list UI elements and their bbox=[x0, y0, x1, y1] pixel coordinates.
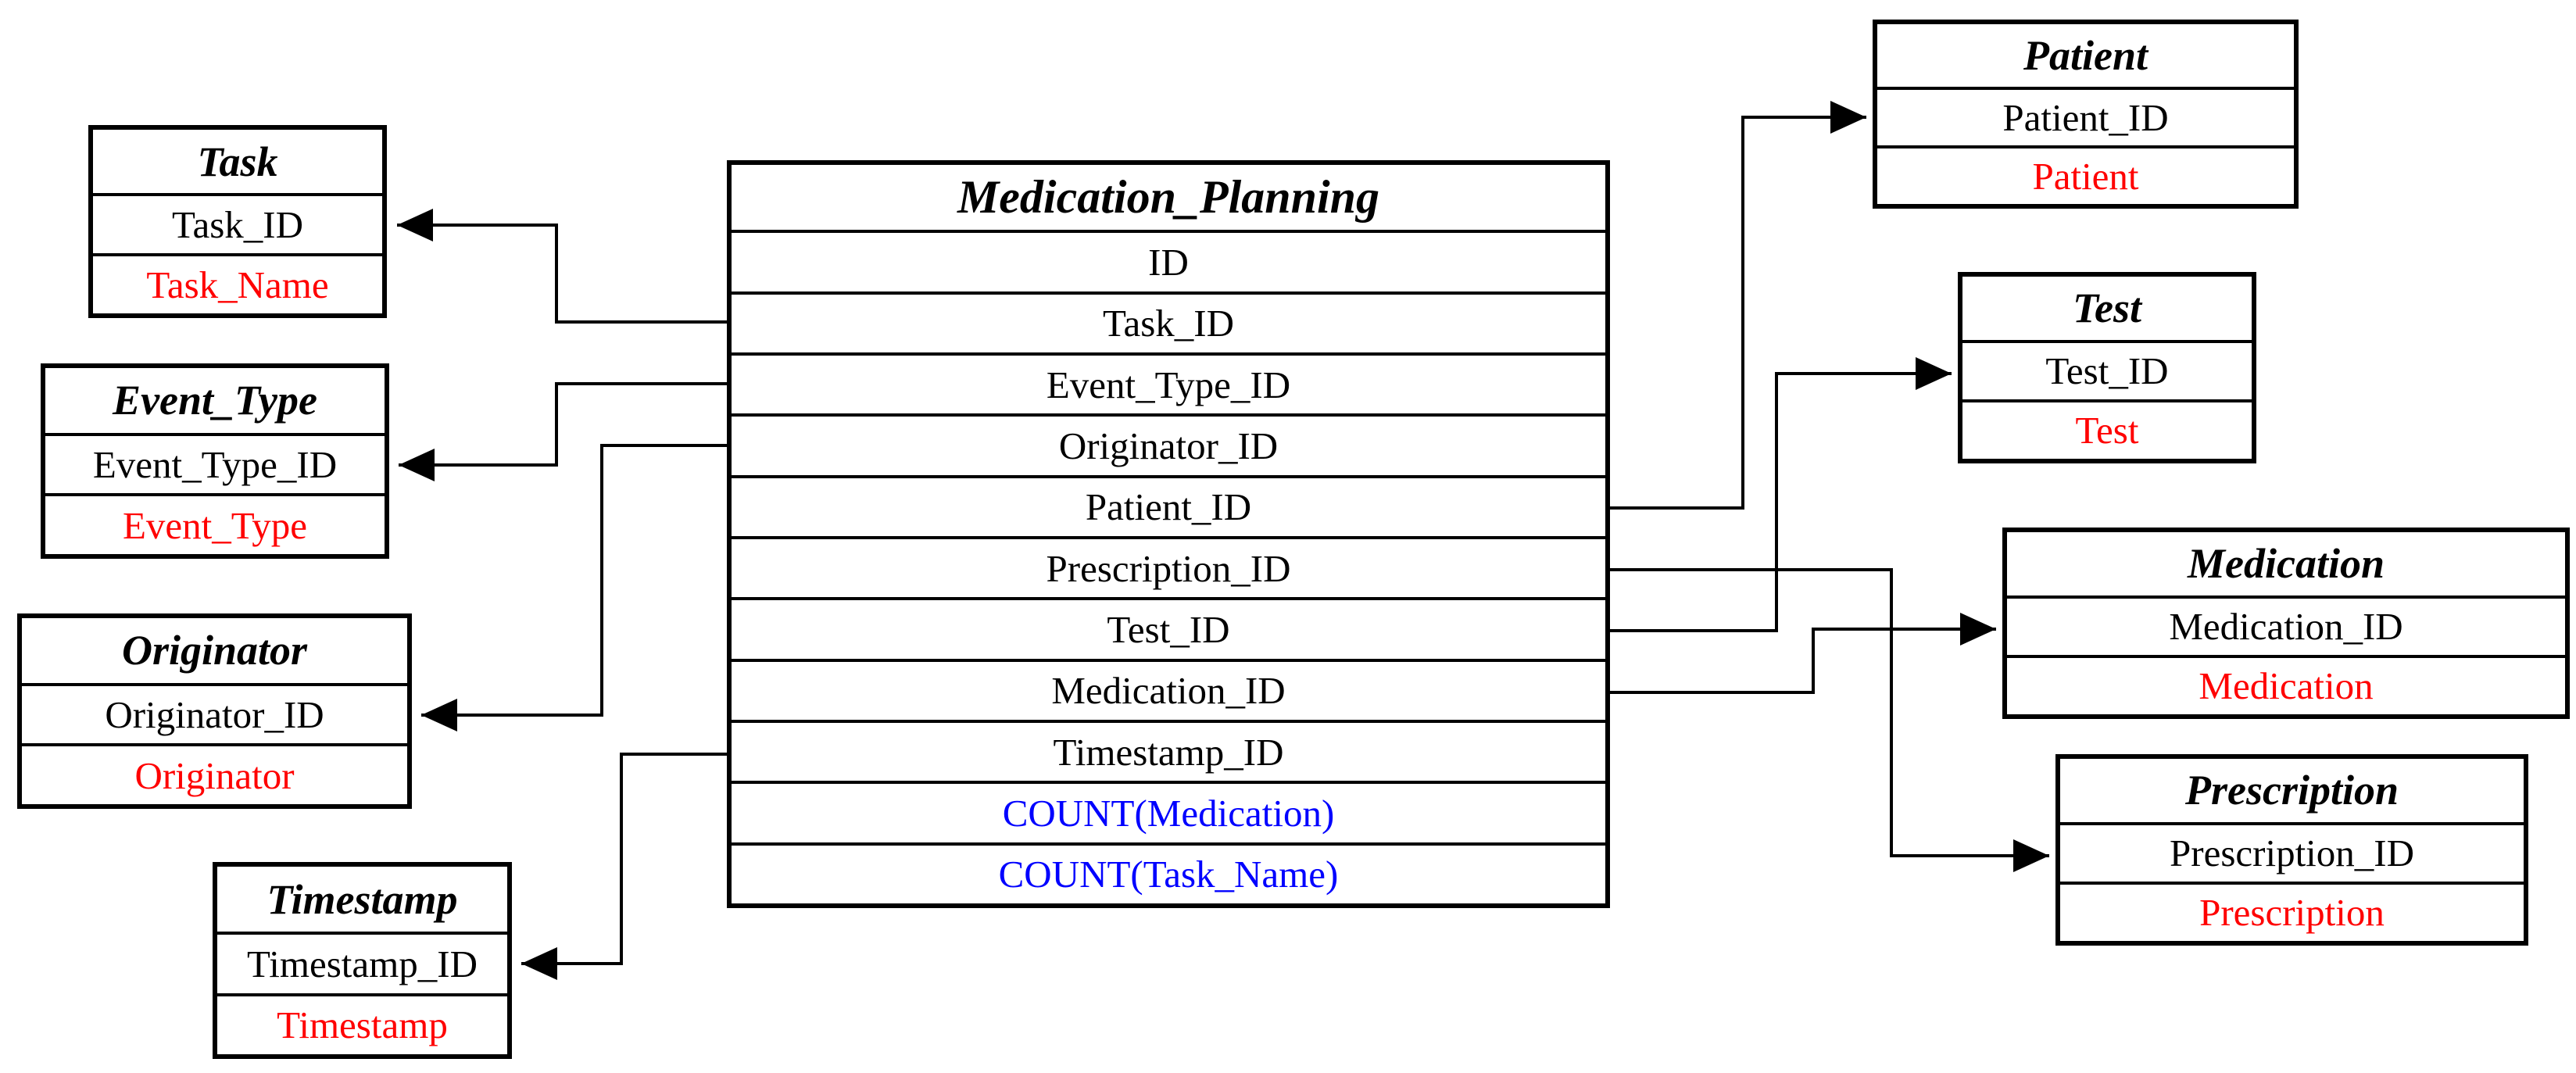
field-medication-attribute: Medication bbox=[2007, 654, 2565, 714]
field-test-attribute: Test bbox=[1962, 399, 2252, 459]
table-medication-planning-header: Medication_Planning bbox=[732, 165, 1605, 234]
table-task: Task Task_ID Task_Name bbox=[88, 125, 387, 318]
connector-fact-medication bbox=[1610, 613, 1996, 694]
connector-fact-task bbox=[397, 209, 727, 324]
table-medication-planning: Medication_Planning ID Task_ID Event_Typ… bbox=[727, 160, 1610, 908]
field-prescription-attribute: Prescription bbox=[2060, 881, 2524, 941]
field-test-key: Test_ID bbox=[2045, 349, 2169, 393]
field-originator-key: Originator_ID bbox=[105, 692, 324, 736]
table-task-header: Task bbox=[93, 130, 382, 197]
field-originator-attribute: Originator bbox=[22, 743, 407, 804]
connector-fact-patient bbox=[1610, 101, 1866, 510]
table-event-type: Event_Type Event_Type_ID Event_Type bbox=[41, 363, 389, 559]
table-patient: Patient Patient_ID Patient bbox=[1873, 20, 2299, 209]
field-medication-id: Medication_ID bbox=[732, 658, 1605, 720]
measure-count-medication: COUNT(Medication) bbox=[732, 781, 1605, 842]
field-originator-id: Originator_ID bbox=[732, 413, 1605, 474]
measure-count-task-name: COUNT(Task_Name) bbox=[732, 842, 1605, 903]
table-medication: Medication Medication_ID Medication bbox=[2002, 528, 2570, 719]
field-event-type-id: Event_Type_ID bbox=[732, 352, 1605, 413]
field-timestamp-key: Timestamp_ID bbox=[247, 942, 478, 985]
field-task-id: Task_ID bbox=[732, 291, 1605, 352]
table-medication-header: Medication bbox=[2007, 532, 2565, 599]
field-prescription-key: Prescription_ID bbox=[2170, 832, 2414, 875]
field-event-type-attribute: Event_Type bbox=[45, 493, 385, 554]
field-timestamp-attribute: Timestamp bbox=[217, 993, 507, 1054]
field-medication-key: Medication_ID bbox=[2169, 605, 2403, 649]
table-timestamp-header: Timestamp bbox=[217, 867, 507, 935]
connector-fact-originator bbox=[421, 444, 727, 731]
field-patient-id: Patient_ID bbox=[732, 474, 1605, 536]
field-patient-attribute: Patient bbox=[1877, 145, 2294, 204]
table-event-type-header: Event_Type bbox=[45, 368, 385, 436]
field-timestamp-id: Timestamp_ID bbox=[732, 720, 1605, 781]
field-test-id: Test_ID bbox=[732, 597, 1605, 658]
table-test: Test Test_ID Test bbox=[1958, 272, 2256, 463]
field-id: ID bbox=[1148, 240, 1189, 284]
table-timestamp: Timestamp Timestamp_ID Timestamp bbox=[213, 862, 512, 1059]
field-task-attribute: Task_Name bbox=[93, 253, 382, 313]
field-task-key: Task_ID bbox=[171, 203, 304, 247]
table-originator: Originator Originator_ID Originator bbox=[17, 613, 412, 809]
connector-fact-prescription bbox=[1610, 568, 2049, 872]
table-test-header: Test bbox=[1962, 277, 2252, 343]
field-event-type-key: Event_Type_ID bbox=[92, 442, 338, 486]
table-prescription: Prescription Prescription_ID Prescriptio… bbox=[2055, 754, 2528, 946]
connector-fact-event-type bbox=[399, 382, 727, 481]
table-originator-header: Originator bbox=[22, 618, 407, 686]
field-prescription-id: Prescription_ID bbox=[732, 535, 1605, 597]
connector-fact-test bbox=[1610, 357, 1952, 632]
table-patient-header: Patient bbox=[1877, 24, 2294, 90]
connector-fact-timestamp bbox=[521, 753, 727, 980]
field-patient-key: Patient_ID bbox=[2002, 95, 2169, 139]
table-prescription-header: Prescription bbox=[2060, 759, 2524, 825]
